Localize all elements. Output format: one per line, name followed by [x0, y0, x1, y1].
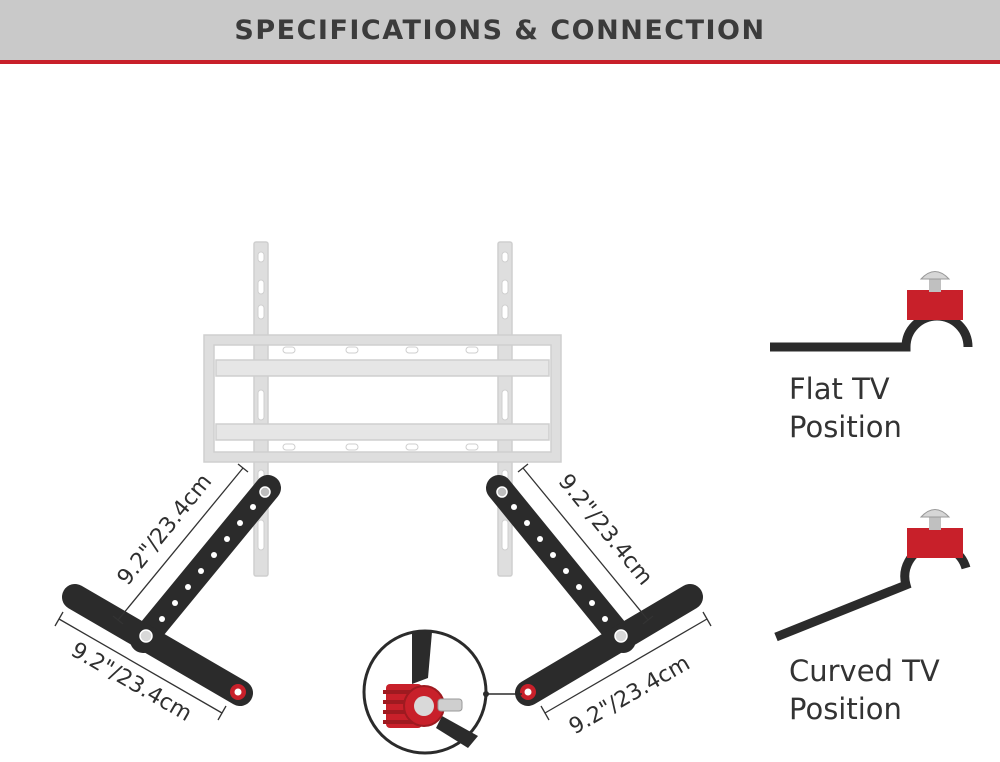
- mount-frame: [203, 334, 562, 463]
- curved-tv-position-icon: [774, 509, 971, 642]
- curved-tv-label-line2: Position: [789, 692, 902, 726]
- header-bar: [0, 0, 1000, 64]
- left-crossbar: [62, 584, 253, 706]
- right-soundbar-bracket: [486, 475, 703, 706]
- mount-slots: [257, 251, 509, 551]
- curved-bolt-head: [919, 509, 951, 518]
- curved-bolt-shank: [929, 516, 941, 530]
- left-arm-top-bolt: [259, 486, 271, 498]
- detail-bolt: [437, 698, 463, 712]
- mount-crossbar-bottom: [215, 423, 550, 441]
- mount-crossbar-top: [215, 359, 550, 377]
- right-crossbar: [515, 584, 703, 706]
- flat-tv-label-line1: Flat TV: [789, 372, 890, 406]
- right-arm-holes: [511, 504, 608, 622]
- curved-tv-position-label: Curved TV Position: [789, 652, 940, 728]
- curved-tv-label-line1: Curved TV: [789, 654, 940, 688]
- dimension-lines: [54, 463, 712, 721]
- page-title: SPECIFICATIONS & CONNECTION: [234, 15, 766, 46]
- right-arm-top-bolt: [496, 486, 508, 498]
- left-arm: [130, 475, 281, 653]
- flat-tv-label-line2: Position: [789, 410, 902, 444]
- flat-bolt-head: [919, 271, 951, 280]
- flat-tv-position-label: Flat TV Position: [789, 370, 902, 446]
- detail-arm-top: [412, 632, 432, 684]
- flat-tv-position-icon: [770, 271, 973, 352]
- detail-leader-dot: [483, 691, 489, 697]
- left-arm-holes: [159, 504, 256, 622]
- tv-wall-mount: [203, 241, 562, 577]
- flat-tv-profile: [770, 311, 973, 352]
- knob-detail-callout: [362, 629, 522, 755]
- right-red-knob-center: [524, 688, 532, 696]
- right-arm: [486, 475, 636, 653]
- curved-tv-profile: [774, 540, 971, 642]
- curved-red-clip: [907, 528, 963, 558]
- flat-red-clip: [907, 290, 963, 320]
- left-soundbar-bracket: [62, 475, 281, 706]
- detail-knob-hub: [414, 696, 434, 716]
- right-pivot-bolt: [614, 629, 628, 643]
- left-pivot-bolt: [139, 629, 153, 643]
- detail-arm-bottom: [436, 716, 478, 748]
- left-red-knob-center: [234, 688, 242, 696]
- flat-bolt-shank: [929, 278, 941, 292]
